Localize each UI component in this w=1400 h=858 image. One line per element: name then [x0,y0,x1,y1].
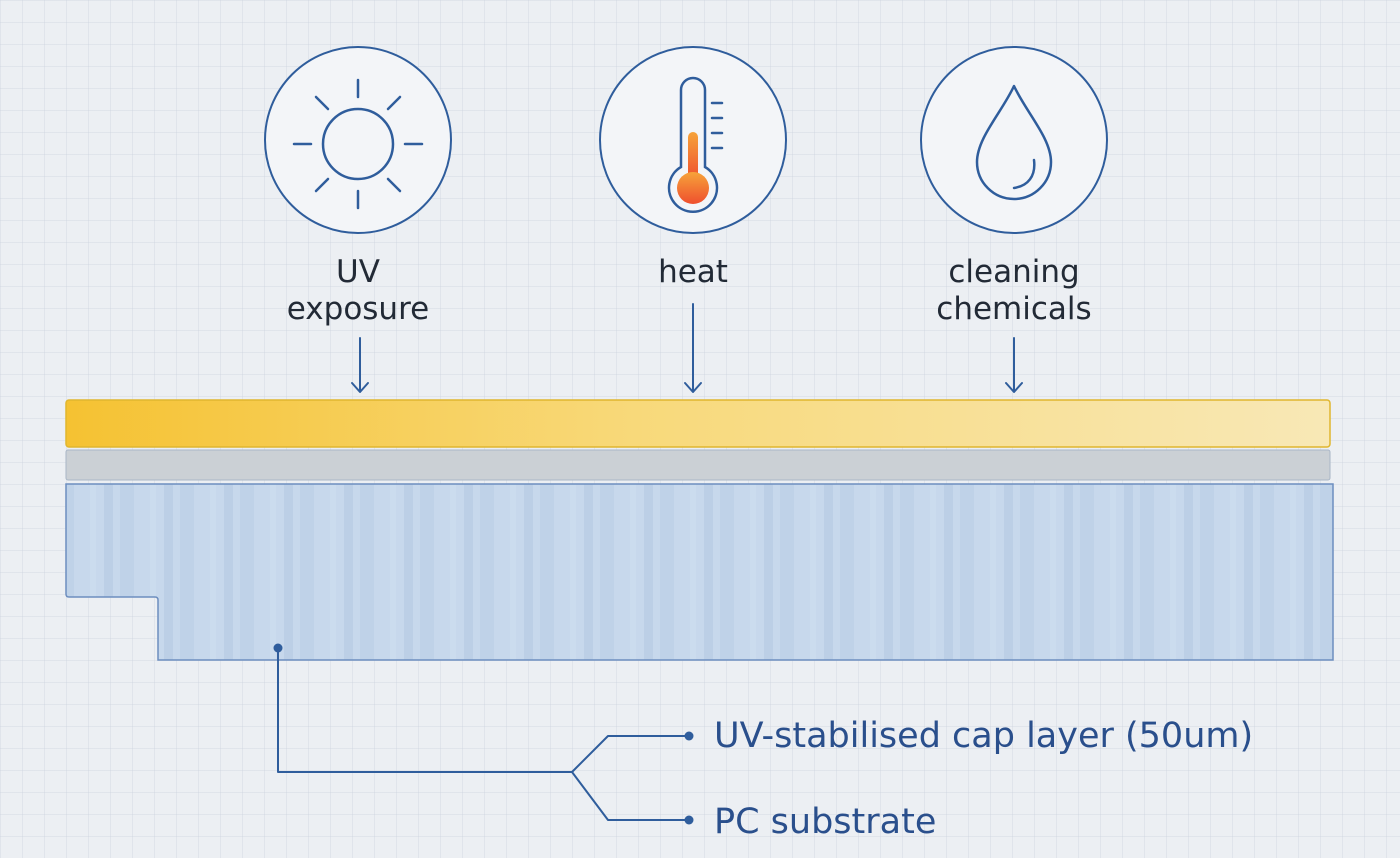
cap-callout-dot [684,731,694,741]
substrate [65,483,1334,661]
water-drop-icon [920,46,1108,234]
interface-layer [65,449,1331,481]
cleaning-chemicals-label: cleaning chemicals [936,254,1092,327]
cap-layer-callout: UV-stabilised cap layer (50um) [714,716,1254,756]
heat-label: heat [658,254,728,290]
thermometer-icon [599,46,787,234]
chemicals-arrow [1005,337,1023,393]
uv-arrow [351,337,369,393]
cap-layer [65,399,1331,448]
heat-arrow [684,303,702,393]
substrate-callout-dot [684,815,694,825]
callout-leader [277,647,689,821]
leader-anchor-dot [273,643,283,653]
substrate-callout: PC substrate [714,802,937,842]
sun-icon [264,46,452,234]
uv-exposure-label: UV exposure [286,254,430,327]
